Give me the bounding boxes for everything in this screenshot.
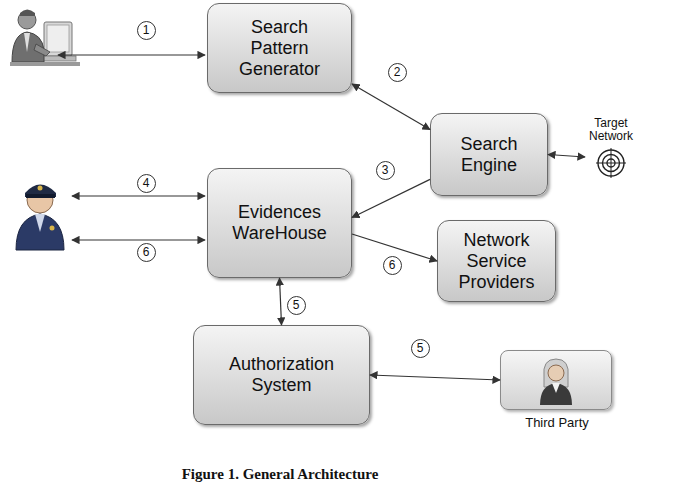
warehouse-box: Evidences WareHouse (207, 168, 352, 278)
callout-number: 4 (137, 174, 156, 193)
node-text-group: Authorization System (207, 354, 357, 396)
police-link-line (72, 239, 205, 240)
third-party-box: Third Party (500, 350, 612, 410)
node-label: Search Pattern Generator (230, 17, 330, 80)
judge-face (548, 365, 564, 381)
pattern-generator-box: Search Pattern Generator (207, 3, 352, 93)
callout-number: 5 (411, 339, 430, 358)
callout-number: 6 (137, 243, 156, 262)
authorization-box: Authorization System (193, 325, 370, 425)
connector-arrow (548, 155, 585, 158)
search-engine-box: Search Engine (430, 113, 548, 196)
callout-number: 3 (376, 161, 395, 180)
node-label: Evidences WareHouse (222, 202, 337, 244)
third-party-icon (536, 357, 576, 405)
provider-box: Network Service Providers (437, 220, 556, 302)
node-text-group: Search Engine (449, 134, 529, 176)
user-icon (10, 10, 80, 67)
node-text-group: Evidences WareHouse (222, 202, 337, 244)
callout-number: 2 (388, 63, 407, 82)
target-network: Target Network (585, 117, 637, 175)
node-label: Target Network (585, 117, 637, 143)
police-link-line (72, 195, 205, 196)
callout-number: 5 (287, 296, 306, 315)
node-label: Third Party (481, 415, 633, 430)
judge-hair (544, 359, 569, 387)
node-label: Network Service Providers (447, 230, 547, 293)
target-cross (611, 148, 612, 178)
connector-arrow (370, 375, 500, 380)
connector-arrow (352, 84, 430, 130)
connector-arrow (352, 179, 430, 217)
callout-number: 1 (137, 21, 156, 40)
node-label: Authorization System (207, 354, 357, 396)
figure-caption: Figure 1. General Architecture (120, 466, 440, 483)
node-text-group: Search Pattern Generator (230, 17, 330, 80)
judge-robe (540, 383, 572, 405)
connector-arrow (280, 278, 282, 325)
callout-number: 6 (383, 256, 402, 275)
node-label: Search Engine (449, 134, 529, 176)
police-icon (16, 185, 64, 251)
target-symbol (596, 148, 626, 178)
user-link-line (58, 54, 205, 55)
node-text-group: Network Service Providers (447, 230, 547, 293)
judge-collar (552, 383, 560, 393)
